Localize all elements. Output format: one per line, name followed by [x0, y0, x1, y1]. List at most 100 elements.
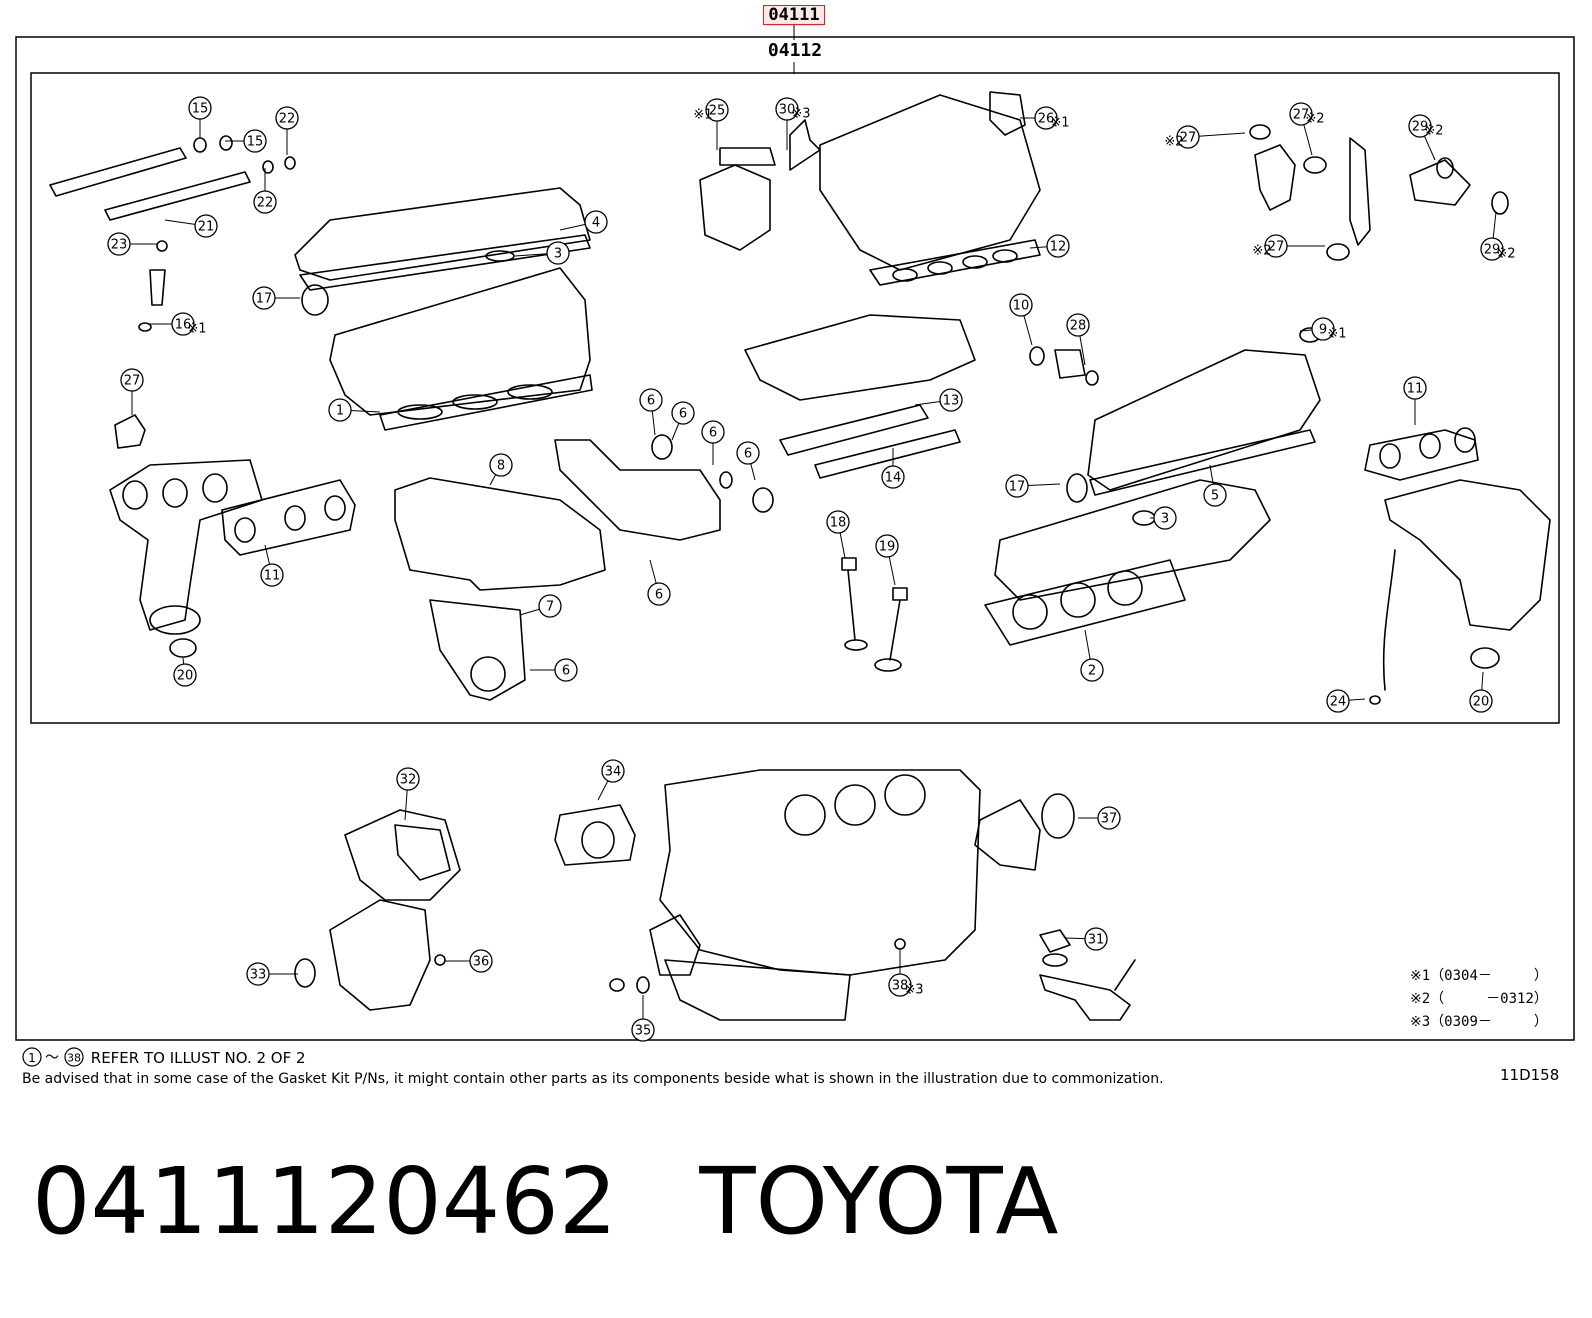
part-callout-22[interactable]: 22	[253, 190, 277, 214]
brand-name: TOYOTA	[699, 1148, 1059, 1255]
callout-mark: ※2	[1164, 135, 1183, 150]
svg-text:6: 6	[562, 664, 570, 679]
part-callout-6[interactable]: 6	[671, 401, 695, 425]
footnote-3: ※3（0309－ ）	[1410, 1014, 1548, 1030]
part-callout-17[interactable]: 17	[1005, 474, 1029, 498]
svg-text:12: 12	[1050, 240, 1067, 255]
svg-text:13: 13	[943, 394, 960, 409]
callout-mark: ※2	[1305, 112, 1324, 127]
part-callout-3[interactable]: 3	[1153, 506, 1177, 530]
callout-mark: ※2	[1496, 247, 1515, 262]
svg-text:3: 3	[1161, 512, 1169, 527]
part-callout-6[interactable]: 6	[701, 420, 725, 444]
callout-mark: ※1	[1327, 327, 1346, 342]
part-callout-6[interactable]: 6	[639, 388, 663, 412]
part-callout-27[interactable]: 27※2	[1164, 125, 1200, 150]
svg-text:7: 7	[546, 600, 554, 615]
refer-start: 1	[28, 1051, 36, 1065]
illustration-code: 11D158	[1500, 1066, 1560, 1084]
svg-text:26: 26	[1038, 112, 1055, 127]
part-callout-34[interactable]: 34	[601, 759, 625, 783]
svg-text:29: 29	[1484, 243, 1501, 258]
part-callout-15[interactable]: 15	[188, 96, 212, 120]
part-callout-4[interactable]: 4	[584, 210, 608, 234]
svg-text:32: 32	[400, 773, 417, 788]
svg-text:4: 4	[592, 216, 600, 231]
part-callout-8[interactable]: 8	[489, 453, 513, 477]
part-callout-17[interactable]: 17	[252, 286, 276, 310]
svg-text:17: 17	[256, 292, 273, 307]
part-callout-29[interactable]: 29※2	[1408, 114, 1444, 139]
footnote-2: ※2（ －0312）	[1410, 991, 1548, 1007]
part-callout-6[interactable]: 6	[736, 441, 760, 465]
svg-text:27: 27	[1268, 240, 1285, 255]
part-callout-25[interactable]: 25※1	[693, 98, 729, 123]
part-callout-37[interactable]: 37	[1097, 806, 1121, 830]
part-callout-21[interactable]: 21	[194, 214, 218, 238]
part-callout-16[interactable]: 16※1	[171, 312, 207, 337]
svg-text:6: 6	[744, 447, 752, 462]
part-callout-18[interactable]: 18	[826, 510, 850, 534]
selected-part-code[interactable]: 04111	[763, 5, 825, 25]
svg-text:31: 31	[1088, 933, 1105, 948]
part-callout-20[interactable]: 20	[173, 663, 197, 687]
part-callout-12[interactable]: 12	[1046, 234, 1070, 258]
part-callout-6[interactable]: 6	[554, 658, 578, 682]
part-callout-27[interactable]: 27※2	[1289, 102, 1325, 127]
svg-text:20: 20	[177, 669, 194, 684]
svg-text:1: 1	[336, 404, 344, 419]
part-callout-30[interactable]: 30※3	[775, 97, 811, 122]
part-callout-7[interactable]: 7	[538, 594, 562, 618]
svg-text:27: 27	[1180, 131, 1197, 146]
part-callout-35[interactable]: 35	[631, 1018, 655, 1042]
part-callout-5[interactable]: 5	[1203, 483, 1227, 507]
callout-mark: ※3	[791, 107, 810, 122]
part-callout-10[interactable]: 10	[1009, 293, 1033, 317]
part-callout-31[interactable]: 31	[1084, 927, 1108, 951]
svg-text:11: 11	[1407, 382, 1424, 397]
svg-text:16: 16	[175, 318, 192, 333]
part-callout-3[interactable]: 3	[546, 241, 570, 265]
part-callout-23[interactable]: 23	[107, 232, 131, 256]
part-callout-6[interactable]: 6	[647, 582, 671, 606]
part-callout-9[interactable]: 9※1	[1311, 317, 1347, 342]
part-callout-20[interactable]: 20	[1469, 689, 1493, 713]
callout-mark: ※1	[1050, 116, 1069, 131]
part-callout-32[interactable]: 32	[396, 767, 420, 791]
svg-text:8: 8	[497, 459, 505, 474]
part-callout-1[interactable]: 1	[328, 398, 352, 422]
svg-text:17: 17	[1009, 480, 1026, 495]
outer-frame	[15, 36, 1575, 1041]
part-callout-13[interactable]: 13	[939, 388, 963, 412]
part-callout-19[interactable]: 19	[875, 534, 899, 558]
part-callout-11[interactable]: 11	[1403, 376, 1427, 400]
part-callout-2[interactable]: 2	[1080, 658, 1104, 682]
svg-text:28: 28	[1070, 319, 1087, 334]
svg-text:33: 33	[250, 968, 267, 983]
part-callout-11[interactable]: 11	[260, 563, 284, 587]
svg-text:19: 19	[879, 540, 896, 555]
part-callout-38[interactable]: 38※3	[888, 973, 924, 998]
part-callout-14[interactable]: 14	[881, 465, 905, 489]
svg-text:6: 6	[647, 394, 655, 409]
part-callout-33[interactable]: 33	[246, 962, 270, 986]
callout-leaders	[119, 108, 1497, 1030]
part-callout-15[interactable]: 15	[243, 129, 267, 153]
part-callout-24[interactable]: 24	[1326, 689, 1350, 713]
part-callout-36[interactable]: 36	[469, 949, 493, 973]
part-callout-28[interactable]: 28	[1066, 313, 1090, 337]
part-callout-26[interactable]: 26※1	[1034, 106, 1070, 131]
inner-frame	[30, 72, 1560, 724]
part-callout-27[interactable]: 27※2	[1252, 234, 1288, 259]
svg-text:37: 37	[1101, 812, 1118, 827]
part-callout-29[interactable]: 29※2	[1480, 237, 1516, 262]
part-callout-27[interactable]: 27	[120, 368, 144, 392]
footnotes: ※1（0304－ ）※2（ －0312）※3（0309－ ）	[1410, 965, 1548, 1034]
part-callout-22[interactable]: 22	[275, 106, 299, 130]
svg-text:2: 2	[1088, 664, 1096, 679]
refer-end: 38	[67, 1052, 81, 1065]
svg-text:20: 20	[1473, 695, 1490, 710]
kit-part-code[interactable]: 04112	[767, 40, 823, 61]
